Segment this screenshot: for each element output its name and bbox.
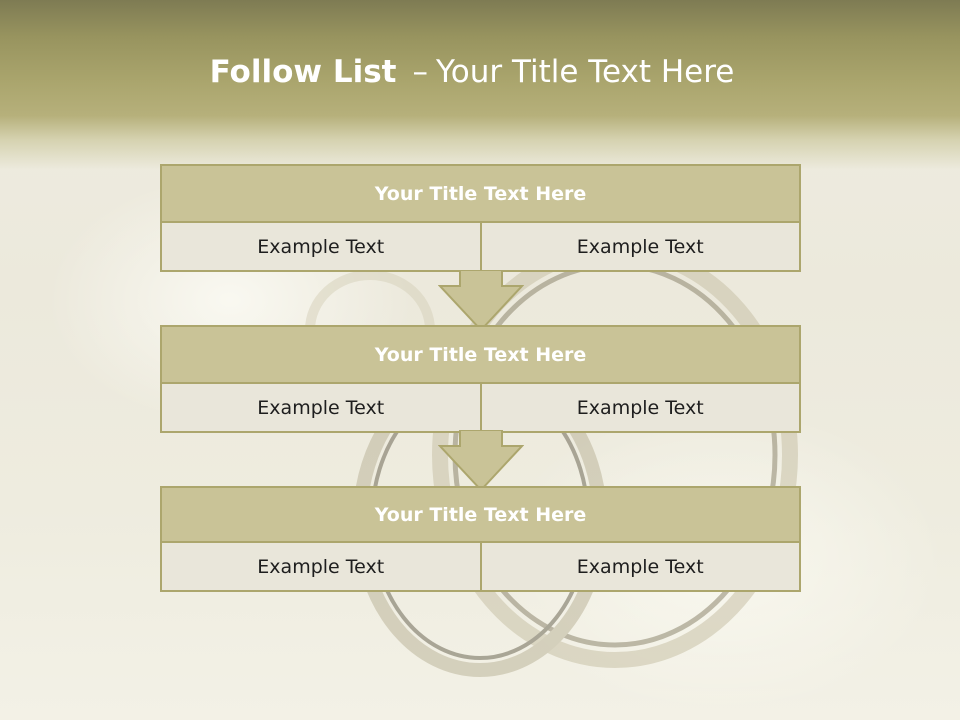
block-title: Your Title Text Here — [162, 488, 799, 543]
block-row: Example Text Example Text — [162, 543, 799, 590]
slide-title: Follow List–Your Title Text Here — [0, 54, 944, 90]
block-cell-left: Example Text — [162, 223, 480, 270]
block-row: Example Text Example Text — [162, 384, 799, 431]
header-band — [0, 0, 960, 170]
title-separator: – — [412, 54, 428, 90]
block-cell-right: Example Text — [479, 384, 799, 431]
block-cell-right: Example Text — [479, 543, 799, 590]
title-strong: Follow List — [209, 54, 397, 90]
down-arrow-icon — [438, 430, 524, 492]
down-arrow-icon — [438, 270, 524, 332]
block-title: Your Title Text Here — [162, 166, 799, 223]
block-cell-left: Example Text — [162, 543, 480, 590]
block-title: Your Title Text Here — [162, 327, 799, 384]
block-row: Example Text Example Text — [162, 223, 799, 270]
block-cell-left: Example Text — [162, 384, 480, 431]
list-block: Your Title Text Here Example Text Exampl… — [160, 486, 801, 592]
title-rest: Your Title Text Here — [435, 54, 735, 90]
list-block: Your Title Text Here Example Text Exampl… — [160, 325, 801, 433]
block-cell-right: Example Text — [479, 223, 799, 270]
list-block: Your Title Text Here Example Text Exampl… — [160, 164, 801, 272]
